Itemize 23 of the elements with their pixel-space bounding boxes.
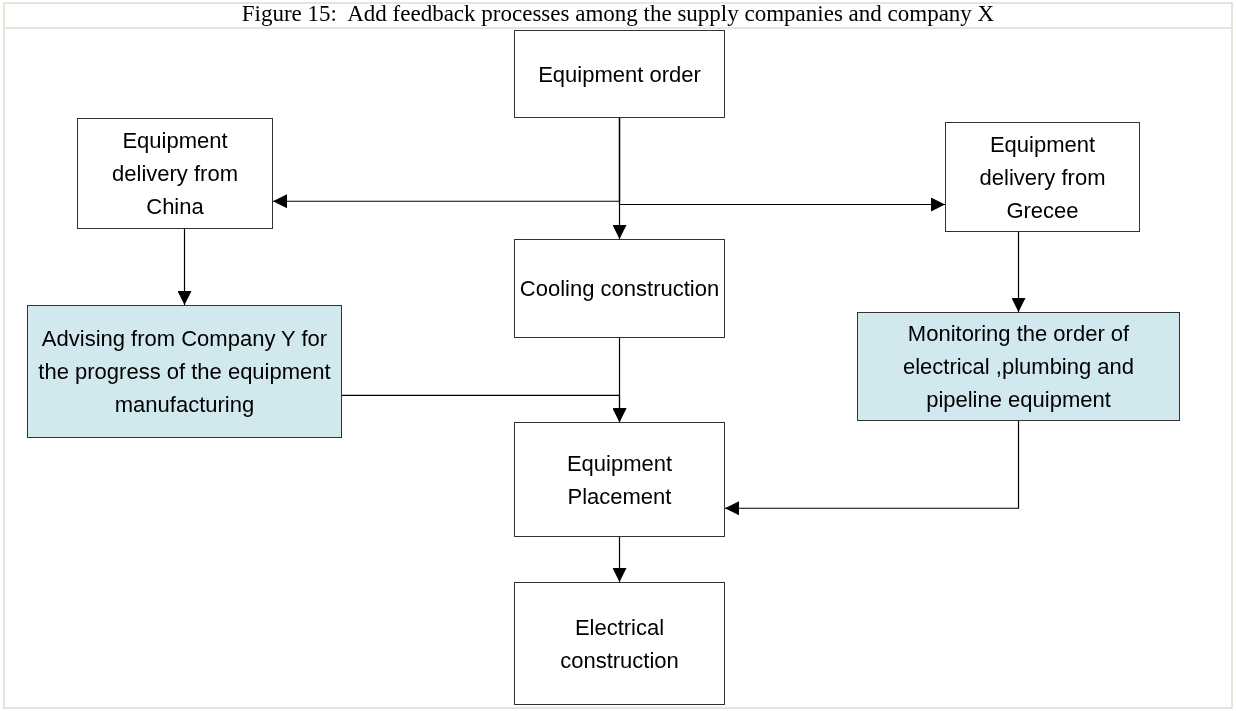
process-box — [514, 582, 725, 705]
arrow — [724, 420, 1020, 516]
box-label: Equipment Placement — [565, 449, 674, 511]
box-label: Equipment delivery from China — [111, 127, 239, 221]
box-label: Monitoring the order of electrical ,plumbing and pipeline equipment — [901, 320, 1136, 414]
process-box — [77, 118, 273, 229]
process-box — [514, 239, 725, 338]
box-label: Advising from Company Y for the progress of the equipment manufacturing — [37, 325, 332, 419]
figure-title: Figure 15: Add feedback processes among the supply companies and company X — [240, 1, 996, 27]
process-box — [27, 305, 342, 438]
process-box — [514, 422, 725, 537]
arrow — [177, 228, 192, 306]
process-box — [514, 30, 725, 118]
arrow — [341, 394, 627, 423]
arrow — [1011, 231, 1026, 313]
box-label: Electrical construction — [559, 613, 680, 675]
process-box — [857, 312, 1180, 421]
box-label: Cooling construction — [519, 275, 720, 303]
arrow — [612, 117, 627, 240]
box-label: Equipment order — [538, 60, 701, 89]
process-box — [945, 122, 1140, 232]
arrow — [612, 536, 627, 583]
box-label: Equipment delivery from Grecee — [978, 130, 1107, 225]
